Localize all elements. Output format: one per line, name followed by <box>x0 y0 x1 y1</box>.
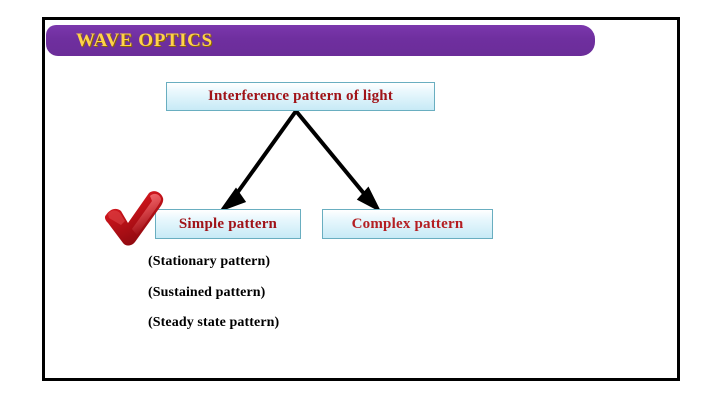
slide-title-banner: WAVE OPTICS <box>46 25 595 56</box>
concept-box-simple-pattern[interactable]: Simple pattern <box>155 209 301 239</box>
page-title: WAVE OPTICS <box>76 30 213 51</box>
concept-box-interference[interactable]: Interference pattern of light <box>166 82 435 111</box>
note-line-steady-state: (Steady state pattern) <box>148 315 280 330</box>
note-line-sustained: (Sustained pattern) <box>148 285 266 300</box>
concept-box-complex-pattern[interactable]: Complex pattern <box>322 209 493 239</box>
concept-box-simple-pattern-label: Simple pattern <box>178 215 278 232</box>
concept-box-interference-label: Interference pattern of light <box>207 88 394 104</box>
red-check-mark-icon <box>104 191 164 246</box>
slide-border-frame <box>42 17 680 381</box>
concept-box-complex-pattern-label: Complex pattern <box>351 215 464 232</box>
note-line-stationary: (Stationary pattern) <box>148 254 271 269</box>
